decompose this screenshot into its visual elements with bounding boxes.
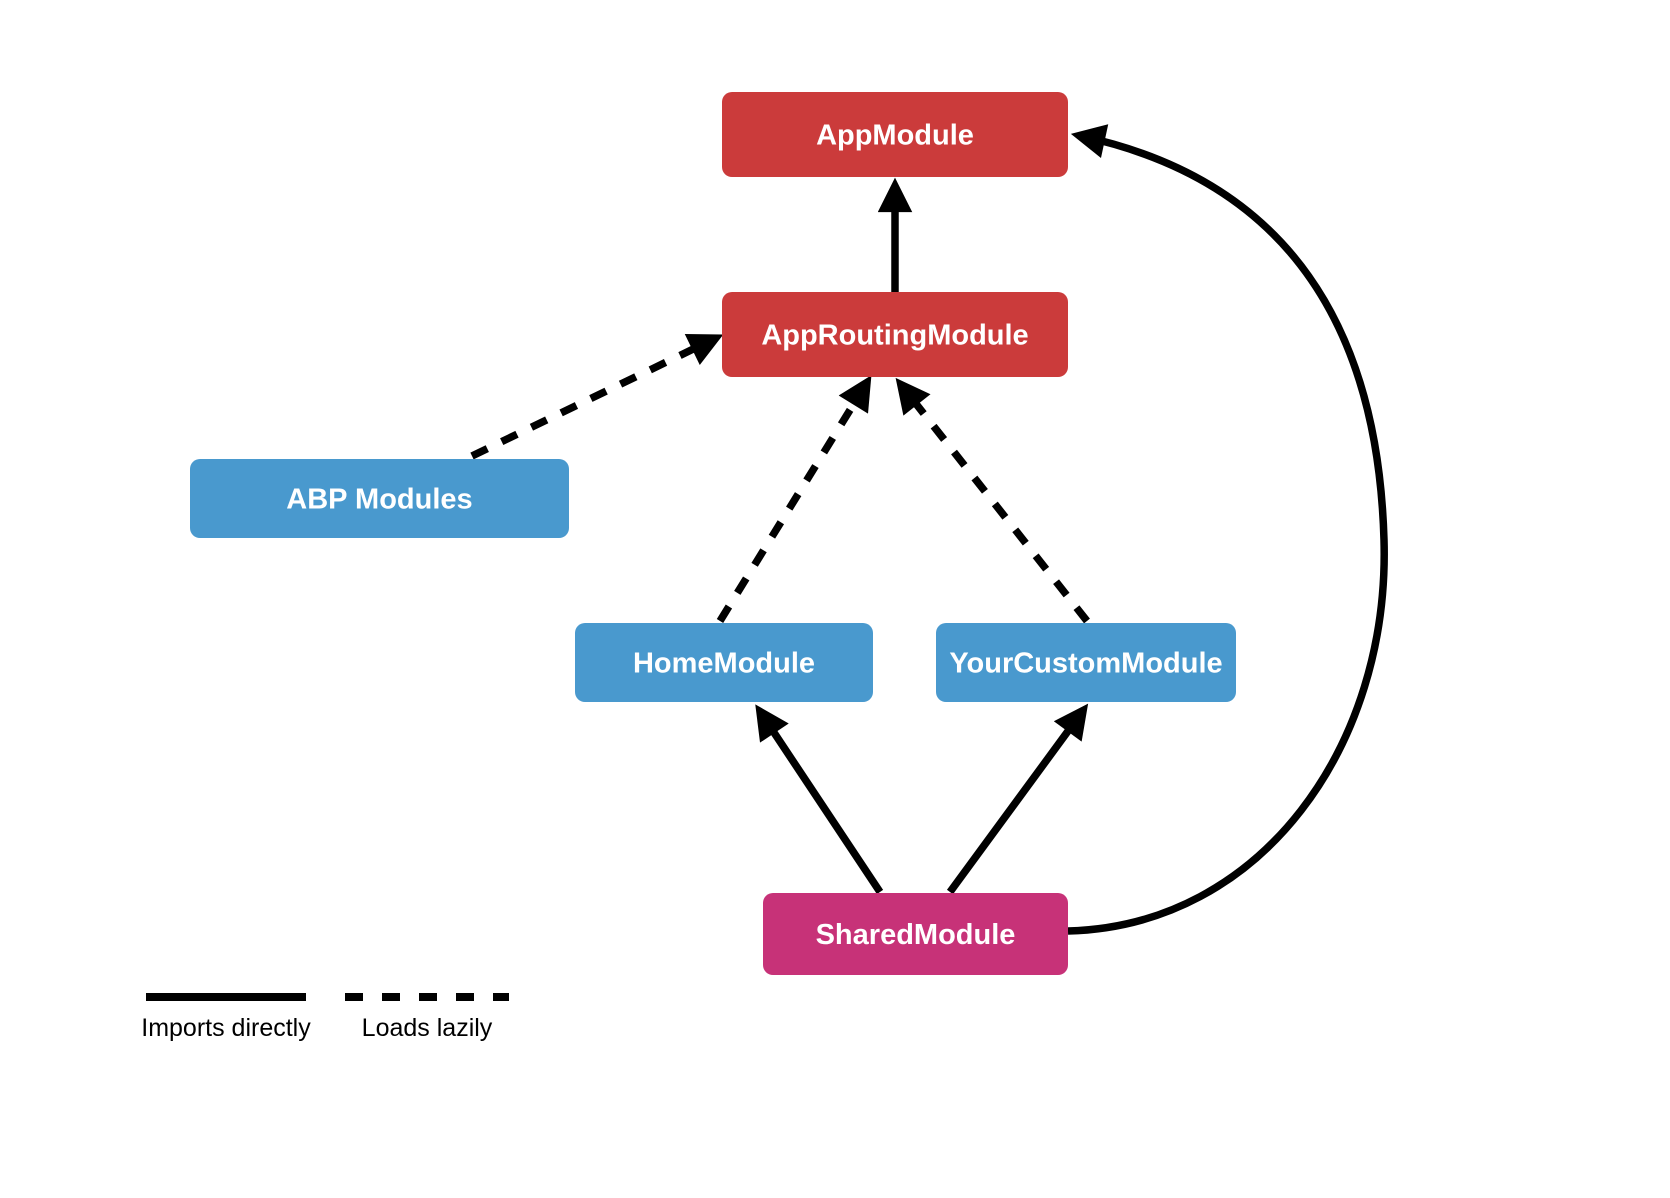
node-box: [722, 92, 1068, 177]
node-box: [763, 893, 1068, 975]
node-label: AppModule: [816, 120, 974, 152]
node-box: [575, 623, 873, 702]
node-label: HomeModule: [633, 648, 815, 680]
node-box: [722, 292, 1068, 377]
node-label: ABP Modules: [286, 484, 472, 516]
node-abp-modules: ABP Modules: [190, 459, 569, 538]
node-box: [190, 459, 569, 538]
edge-sharedmodule-to-homemodule: [755, 704, 884, 895]
edge-abpmodules-to-approutingmodule: [470, 333, 724, 460]
node-label: YourCustomModule: [949, 648, 1222, 680]
edge-homemodule-to-approutingmodule: [716, 375, 872, 623]
node-app-routing-module: AppRoutingModule: [722, 292, 1068, 377]
edge-yourcustommodule-to-approutingmodule: [895, 377, 1090, 624]
edge-sharedmodule-to-yourcustommodule: [946, 703, 1089, 895]
node-your-custom-module: YourCustomModule: [936, 623, 1236, 702]
node-box: [936, 623, 1236, 702]
node-label: SharedModule: [816, 919, 1016, 951]
node-label: AppRoutingModule: [761, 320, 1028, 352]
node-home-module: HomeModule: [575, 623, 873, 702]
edge-sharedmodule-to-appmodule: [1067, 124, 1388, 935]
edges-layer: [470, 124, 1388, 935]
node-shared-module: SharedModule: [763, 893, 1068, 975]
node-app-module: AppModule: [722, 92, 1068, 177]
